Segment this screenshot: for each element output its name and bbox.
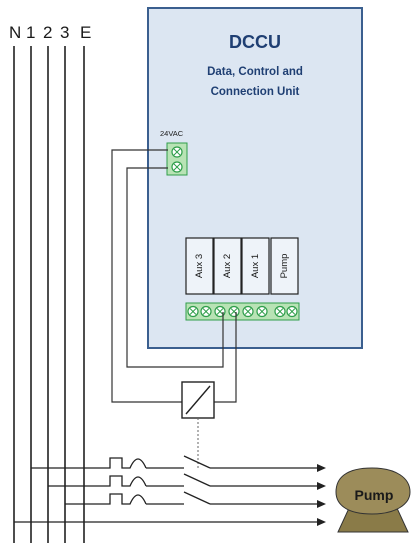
output-screw-4: [242, 305, 254, 318]
output-terminal-strip: [185, 302, 300, 321]
bus-label-e: E: [80, 23, 91, 42]
output-screw-1: [200, 305, 212, 318]
aux2-wire: [214, 312, 237, 403]
contactor-icon: [181, 381, 215, 419]
output-label-3: Pump: [279, 254, 290, 279]
output-label-2: Aux 1: [250, 254, 261, 278]
supply-screw-2: [171, 161, 183, 173]
supply-wire-outer: [111, 149, 182, 403]
fuse-icon-1: [104, 475, 147, 487]
arrow-icon-3: [317, 518, 326, 526]
fuse-icon-2: [104, 493, 147, 505]
supply-terminal-block: [166, 142, 188, 176]
bus-label-2: 2: [43, 23, 52, 42]
supply-screw-1: [171, 146, 183, 158]
dccu-subtitle-line1: Data, Control and: [207, 66, 303, 78]
phase-lines: [14, 455, 326, 526]
output-label-1: Aux 2: [222, 254, 233, 278]
fuse-icon-0: [104, 457, 147, 469]
output-label-0: Aux 3: [194, 254, 205, 278]
pump-label: Pump: [355, 487, 394, 503]
arrow-icon-0: [317, 464, 326, 472]
arrow-icon-1: [317, 482, 326, 490]
output-screw-6: [274, 305, 286, 318]
output-screw-3: [228, 305, 240, 318]
output-screw-5: [256, 305, 268, 318]
output-screw-0: [187, 305, 199, 318]
output-block-1: Aux 2: [213, 237, 242, 295]
bus-label-3: 3: [60, 23, 69, 42]
arrow-icon-2: [317, 500, 326, 508]
output-block-3: Pump: [270, 237, 299, 295]
output-relay-blocks: Aux 3 Aux 2 Aux 1 Pump: [185, 237, 299, 295]
pump-icon: [335, 467, 411, 533]
switch-contact-2: [183, 491, 211, 505]
supply-label: 24VAC: [160, 129, 184, 138]
bus-label-n: N: [9, 23, 21, 42]
bus-label-1: 1: [26, 23, 35, 42]
output-block-2: Aux 1: [241, 237, 270, 295]
dccu-box: [147, 7, 363, 349]
output-screw-7: [286, 305, 298, 318]
dccu-subtitle-line2: Connection Unit: [211, 86, 300, 98]
switch-contact-1: [183, 473, 211, 487]
output-block-0: Aux 3: [185, 237, 214, 295]
supply-wire-inner: [126, 167, 224, 368]
switch-contact-0: [183, 455, 211, 469]
dccu-title: DCCU: [229, 32, 281, 52]
